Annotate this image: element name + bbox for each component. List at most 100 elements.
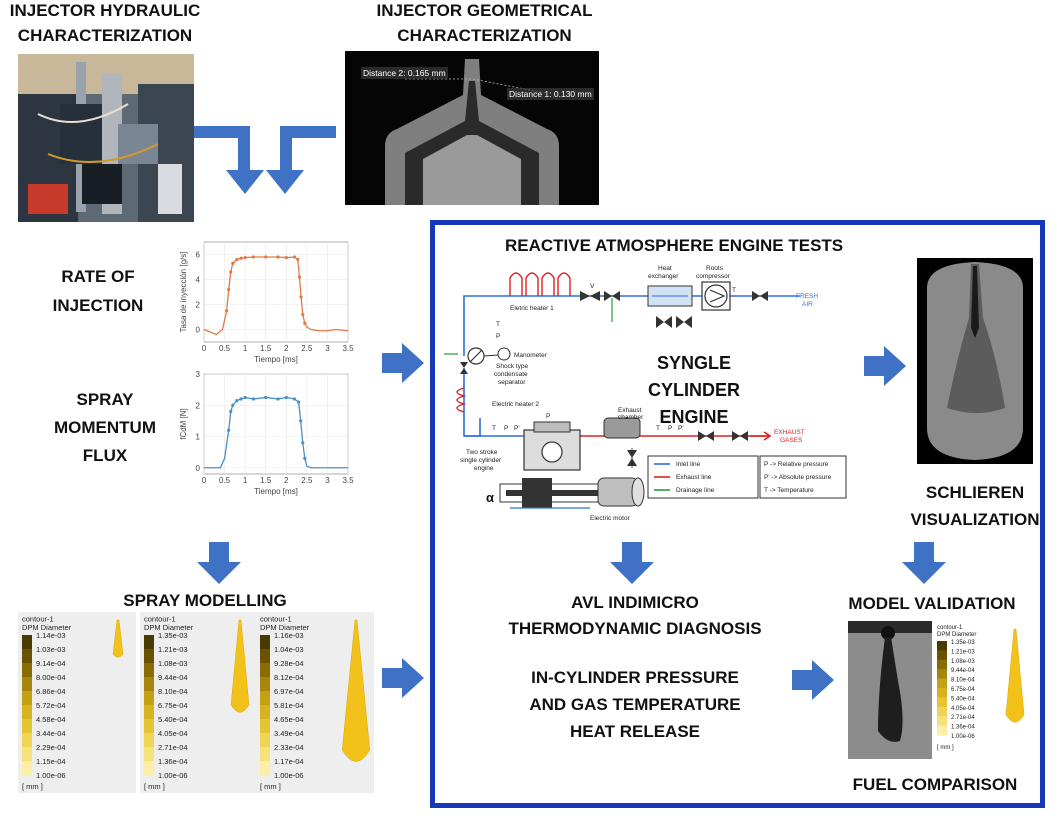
colorbar-band	[144, 663, 154, 678]
label-spray-momentum: SPRAY MOMENTUM FLUX	[45, 386, 165, 470]
heater-1-label: Eletric heater 1	[510, 305, 554, 312]
electric-motor-label: Electric motor	[590, 515, 631, 522]
contour-title: contour-1	[144, 615, 176, 624]
x-axis-label: Tiempo [ms]	[254, 355, 298, 364]
contour-title: contour-1	[260, 615, 292, 624]
colorbar-tick-label: 1.08e-03	[158, 659, 188, 668]
colorbar-band	[22, 705, 32, 720]
avl-line-2: THERMODYNAMIC DIAGNOSIS	[508, 619, 762, 638]
colorbar-tick-label: 5.40e-04	[158, 715, 188, 724]
fresh-air-label-1: FRESH	[796, 293, 818, 300]
x-tick-label: 2	[284, 476, 289, 485]
fresh-air-label-2: AIR	[802, 301, 813, 308]
colorbar-band	[22, 719, 32, 734]
colorbar-band	[937, 641, 947, 651]
colorbar-band	[260, 635, 270, 650]
alpha-label: α	[486, 490, 494, 505]
data-point	[292, 397, 297, 401]
distance-1-label: Distance 1: 0.130 mm	[507, 88, 594, 100]
colorbar-band	[260, 691, 270, 706]
y-tick-label: 2	[196, 401, 201, 410]
title-syngle-cylinder-text: SYNGLE CYLINDER ENGINE	[647, 353, 740, 427]
x-tick-label: 2	[284, 344, 289, 353]
colorbar-tick-label: 5.40e-04	[951, 696, 975, 702]
x-tick-label: 0	[202, 344, 207, 353]
colorbar-band	[22, 691, 32, 706]
validation-spray-photo	[848, 621, 932, 759]
legend-p-label: P -> Relative pressure	[764, 461, 829, 468]
colorbar-tick-label: 6.75e-04	[158, 701, 188, 710]
colorbar-tick-label: 4.05e-04	[951, 706, 975, 712]
manometer-label: Manometer	[514, 352, 548, 359]
colorbar-band	[144, 719, 154, 734]
x-tick-label: 2.5	[301, 344, 313, 353]
merge-arrows	[194, 126, 336, 194]
p3-label: P	[496, 333, 500, 340]
spray-plume	[341, 619, 371, 762]
colorbar-band	[144, 705, 154, 720]
data-point	[296, 257, 300, 262]
label-spray-momentum-text: SPRAY MOMENTUM FLUX	[54, 390, 156, 465]
colorbar-band	[22, 733, 32, 748]
colorbar-tick-label: 1.36e-04	[158, 757, 188, 766]
x-axis-label: Tiempo [ms]	[254, 487, 298, 496]
schlieren-image	[917, 258, 1033, 464]
arrow-from-hydraulic	[194, 126, 264, 194]
legend-p2-label: P' -> Absolute pressure	[764, 474, 832, 481]
colorbar-tick-label: 2.29e-04	[36, 743, 66, 752]
colorbar-unit: [ mm ]	[260, 782, 281, 791]
colorbar-tick-label: 2.71e-04	[951, 715, 975, 721]
heat-exchanger-label-1: Heat	[658, 265, 672, 272]
colorbar-tick-label: 1.35e-03	[158, 631, 188, 640]
p4-label: P	[504, 425, 508, 432]
colorbar-tick-label: 2.33e-04	[274, 743, 304, 752]
data-point	[229, 409, 233, 414]
data-point	[227, 428, 231, 432]
colorbar-tick-label: 1.00e-06	[274, 771, 304, 780]
title-geometrical: INJECTOR GEOMETRICAL CHARACTERIZATION	[352, 0, 617, 48]
reactive-tests-frame	[430, 220, 1045, 808]
colorbar-unit: [ mm ]	[937, 745, 954, 751]
y-tick-label: 1	[196, 433, 201, 442]
arrow-right-charts	[382, 343, 424, 383]
colorbar-tick-label: 8.00e-04	[36, 673, 66, 682]
colorbar-tick-label: 1.00e-06	[158, 771, 188, 780]
legend-drainage-label: Drainage line	[676, 487, 715, 494]
data-point	[229, 270, 233, 274]
p5p-label: P'	[678, 425, 684, 432]
y-axis-label: fCdM [N]	[179, 408, 188, 440]
arrow-down-modelling	[197, 542, 241, 584]
arrow-down-validation	[902, 542, 946, 584]
colorbar-band	[22, 747, 32, 762]
colorbar-tick-label: 8.12e-04	[274, 673, 304, 682]
colorbar-tick-label: 4.65e-04	[274, 715, 304, 724]
colorbar-tick-label: 1.08e-03	[951, 659, 975, 665]
x-tick-label: 1.5	[260, 344, 272, 353]
colorbar-band	[937, 678, 947, 689]
data-point	[292, 255, 297, 259]
colorbar-tick-label: 6.97e-04	[274, 687, 304, 696]
data-point	[303, 321, 307, 325]
injector-ct-image: Distance 2: 0.165 mm Distance 1: 0.130 m…	[345, 51, 599, 205]
p5-label: P	[668, 425, 672, 432]
title-geometrical-text: INJECTOR GEOMETRICAL CHARACTERIZATION	[376, 1, 593, 45]
colorbar-tick-label: 6.86e-04	[36, 687, 66, 696]
colorbar-tick-label: 1.21e-03	[158, 645, 188, 654]
validation-spray-illustration	[848, 621, 932, 759]
manometer-gauge	[497, 347, 511, 361]
heater-2-coils	[456, 387, 467, 413]
shock-label-2: condensate	[494, 371, 528, 378]
colorbar-tick-label: 9.44e-04	[951, 668, 975, 674]
colorbar-band	[937, 659, 947, 670]
data-point	[276, 255, 280, 259]
arrow-right-modelling	[382, 658, 424, 698]
arrow-from-geometrical	[266, 126, 336, 194]
colorbar-band	[260, 649, 270, 664]
two-stroke-label-2: single cylinder	[460, 457, 502, 464]
x-tick-label: 0	[202, 476, 207, 485]
colorbar-band	[144, 691, 154, 706]
